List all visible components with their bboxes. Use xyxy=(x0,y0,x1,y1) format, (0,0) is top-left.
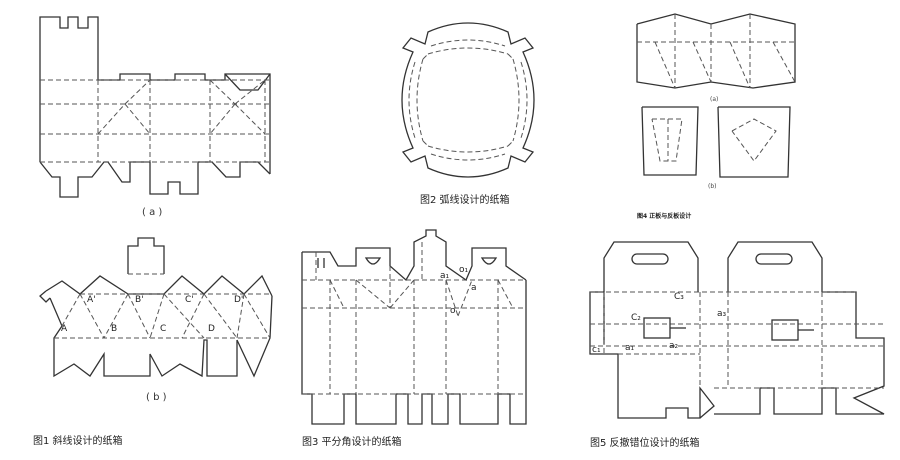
fig4b-diagram xyxy=(638,103,803,181)
fig1b-letter-a-prime: A' xyxy=(87,295,96,305)
fig2-diagram xyxy=(383,14,553,186)
fig3-diagram xyxy=(298,226,533,426)
fig5-mark-c2: C₂ xyxy=(631,313,641,323)
fig5-diagram xyxy=(586,238,898,428)
fig1b-sublabel: ( b ) xyxy=(146,392,167,403)
fig4-sub-a: (a) xyxy=(710,96,719,103)
fig1b-letter-c: C xyxy=(160,324,167,334)
fig1a-diagram xyxy=(30,12,280,212)
fig1b-letter-c-prime: C' xyxy=(185,295,194,305)
fig5-mark-c3: C₃ xyxy=(674,292,684,302)
fig1a-sublabel: ( a ) xyxy=(142,207,163,218)
fig1b-letter-b: B xyxy=(111,324,118,334)
fig5-mark-c1: c₁ xyxy=(592,345,601,355)
fig3-mark-a1: a₁ xyxy=(440,271,450,281)
fig1b-letter-a: A xyxy=(61,324,68,334)
fig5-mark-a2: a₂ xyxy=(669,341,679,351)
fig1-caption: 图1 斜线设计的纸箱 xyxy=(33,436,123,447)
fig1b-letter-d-prime: D' xyxy=(234,295,244,305)
fig2-caption: 图2 弧线设计的纸箱 xyxy=(420,195,510,206)
fig1b-diagram xyxy=(32,236,282,396)
fig5-caption: 图5 反撤错位设计的纸箱 xyxy=(590,438,700,449)
fig5-mark-a3: a₃ xyxy=(717,309,727,319)
fig3-mark-o: o xyxy=(450,306,456,316)
fig1b-letter-d: D xyxy=(208,324,215,334)
fig3-mark-a: a xyxy=(471,283,477,293)
fig5-mark-a1: a₁ xyxy=(625,343,635,353)
fig3-caption: 图3 平分角设计的纸箱 xyxy=(302,437,402,448)
fig4-caption: 图4 正板与反板设计 xyxy=(637,213,692,220)
fig1b-letter-b-prime: B' xyxy=(135,295,144,305)
fig3-mark-o1: o₁ xyxy=(459,265,469,275)
fig4-sub-b: (b) xyxy=(708,183,717,190)
fig4a-diagram xyxy=(635,10,800,92)
